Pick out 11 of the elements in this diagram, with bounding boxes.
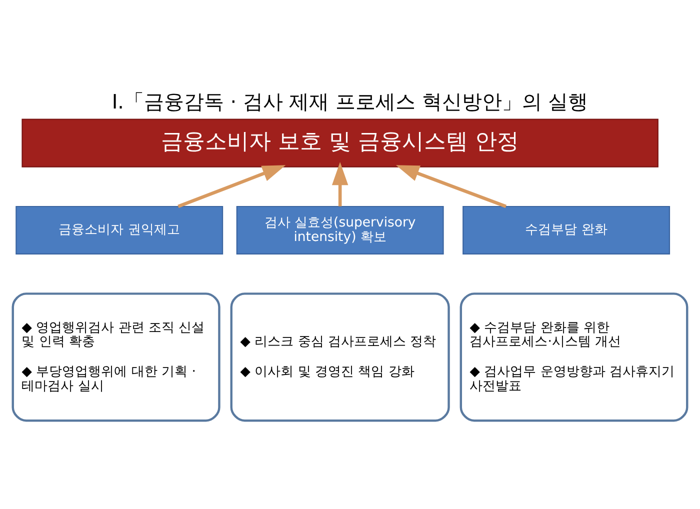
node-box: ◆ 수검부담 완화를 위한 검사프로세스·시스템 개선 ◆ 검사업무 운영방향과 검사휴지기 사전발표 <box>460 292 688 422</box>
node-box: 검사 실효성(supervisory intensity) 확보 <box>236 206 444 254</box>
node-box: ◆ 리스크 중심 검사프로세스 정착 ◆ 이사회 및 경영진 책임 강화 <box>230 292 450 422</box>
node-box: ◆ 영업행위검사 관련 조직 신설 및 인력 확충 ◆ 부당영업행위에 대한 기획 · 테마검사 실시 <box>12 292 220 422</box>
arrow <box>332 162 348 206</box>
arrow <box>178 165 286 208</box>
node-box: 금융소비자 권익제고 <box>16 206 224 254</box>
node-box: 수검부담 완화 <box>462 206 670 254</box>
diagram-title: Ⅰ.「금융감독 · 검사 제재 프로세스 혁신방안」의 실행 <box>112 90 588 114</box>
arrow <box>396 165 507 208</box>
node-box: 금융소비자 보호 및 금융시스템 안정 <box>22 118 658 168</box>
